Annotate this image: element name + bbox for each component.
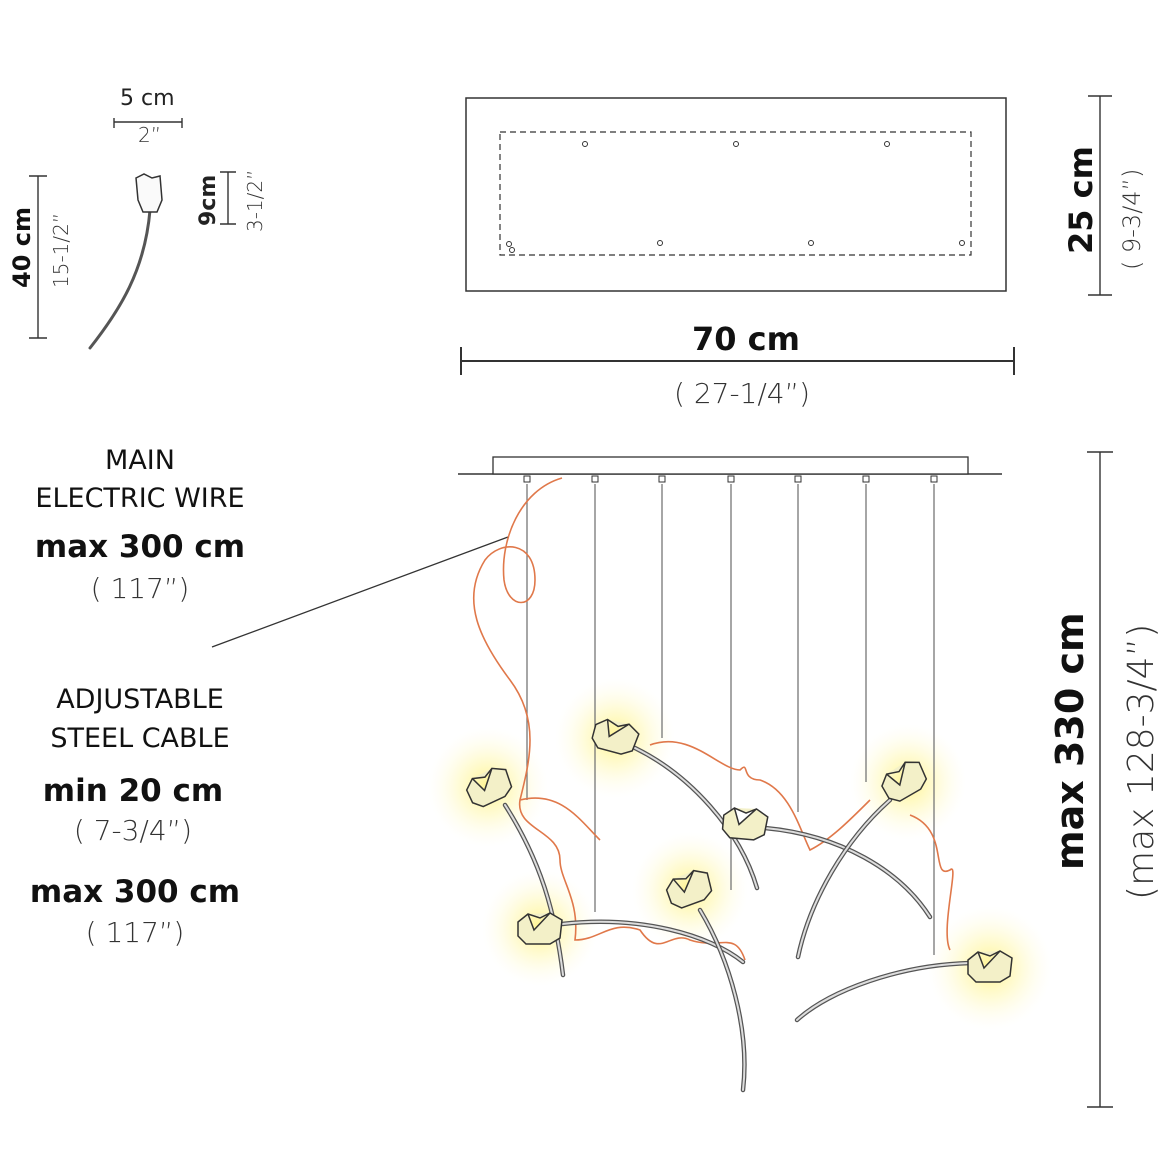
pendant-side-view: max 330 cm (max 128-3/4”) [428, 451, 1160, 1108]
cable-max: max 300 cm [30, 874, 240, 910]
glow-halos [428, 678, 1052, 1030]
lamp-height-cm: 40 cm [8, 207, 36, 288]
cable-title-2: STEEL CABLE [50, 723, 229, 754]
cable-anchor [658, 475, 666, 483]
tulip-lamp [517, 912, 746, 965]
tulip-lamp [591, 718, 760, 891]
lamp-height-in: 15-1/2” [49, 213, 73, 288]
cable-anchor [727, 475, 735, 483]
specs-labels: MAIN ELECTRIC WIRE max 300 cm ( 117”) AD… [30, 445, 245, 949]
lamp-width-cm: 5 cm [120, 86, 175, 111]
leader-line [211, 536, 509, 648]
overall-height-cm: max 330 cm [1048, 612, 1092, 870]
wire-title-2: ELECTRIC WIRE [35, 483, 244, 514]
cable-anchor [862, 475, 870, 483]
tulip-lamp [665, 869, 747, 1093]
wire-max: max 300 cm [35, 529, 245, 565]
cable-min: min 20 cm [43, 773, 223, 809]
canopy-width-cm: 70 cm [692, 320, 800, 358]
lamp-head-cm: 9cm [196, 175, 221, 226]
cable-anchor [794, 475, 802, 483]
overall-height-in: (max 128-3/4”) [1121, 624, 1160, 900]
cable-max-in: ( 117”) [86, 916, 185, 949]
cable-anchor [523, 475, 531, 483]
tulip-lamp [465, 767, 566, 978]
cable-anchor [930, 475, 938, 483]
tulip-lamp [795, 761, 928, 960]
wire-max-in: ( 117”) [91, 572, 190, 605]
tulip-lamp [794, 950, 1013, 1023]
canopy-top-view: 25 cm ( 9-3/4”) 70 cm ( 27-1/4”) [460, 95, 1146, 410]
cable-title-1: ADJUSTABLE [56, 684, 224, 715]
single-lamp-detail: 5 cm 2” 40 cm 15-1/2” 9cm 3-1/2” [8, 86, 267, 350]
wire-title-1: MAIN [105, 445, 175, 476]
cable-anchor [591, 475, 599, 483]
lamp-head-in: 3-1/2” [243, 170, 267, 233]
tulip-lamp [721, 807, 933, 920]
canopy-width-in: ( 27-1/4”) [674, 377, 810, 410]
lamp-width-in: 2” [138, 123, 161, 147]
canopy-depth-in: ( 9-3/4”) [1118, 169, 1146, 270]
cable-min-in: ( 7-3/4”) [74, 814, 192, 847]
canopy-depth-cm: 25 cm [1062, 146, 1100, 254]
